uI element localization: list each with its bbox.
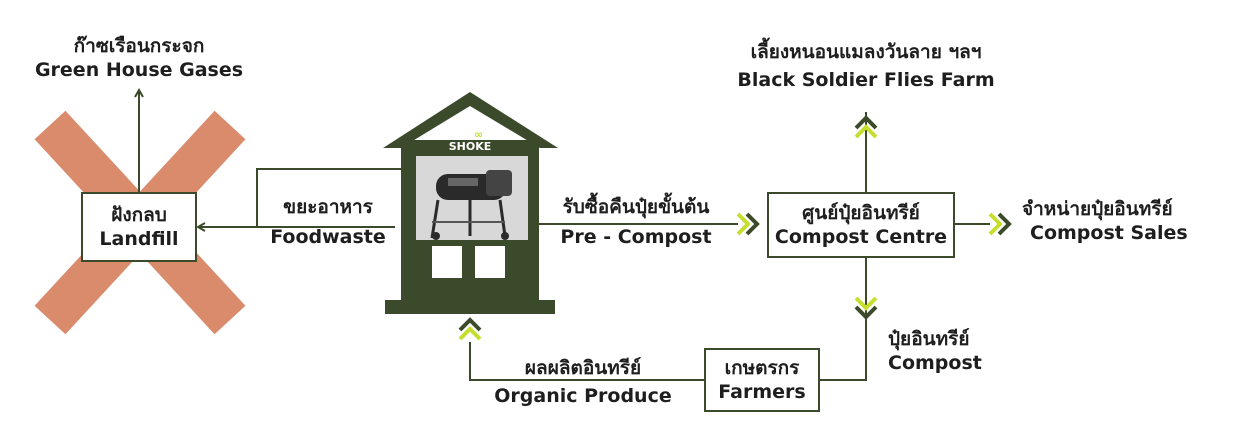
landfill-box: ฝังกลบ Landfill xyxy=(81,192,197,262)
chevron-down-icon xyxy=(854,296,878,320)
chevron-up-icon xyxy=(854,115,878,139)
foodwaste-label: ขยะอาหาร Foodwaste xyxy=(270,196,386,248)
shoke-logo: SH∞ SHOKE xyxy=(448,128,492,153)
chevron-up-icon xyxy=(458,317,482,341)
greenhouse-gases-label: ก๊าซเรือนกระจก Green House Gases xyxy=(34,35,244,81)
bsf-farm-label: เลี้ยงหนอนแมลงวันลาย ฯลฯ Black Soldier F… xyxy=(737,41,995,91)
chevron-right-icon xyxy=(736,212,760,236)
compost-label: ปุ๋ยอินทรีย์ Compost xyxy=(888,328,982,374)
line-centre-to-farmers xyxy=(820,256,867,381)
chevron-right-icon xyxy=(988,212,1012,236)
compost-sales-label: จำหน่ายปุ๋ยอินทรีย์ Compost Sales xyxy=(1022,198,1188,244)
pre-compost-label: รับซื้อคืนปุ๋ยขั้นต้น Pre - Compost xyxy=(560,196,712,248)
compost-centre-box: ศูนย์ปุ๋ยอินทรีย์ Compost Centre xyxy=(767,192,955,258)
shoke-machine-house xyxy=(383,92,558,314)
organic-produce-label: ผลผลิตอินทรีย์ Organic Produce xyxy=(494,357,672,407)
arrow-foodwaste-into-machine xyxy=(256,169,424,227)
farmers-box: เกษตรกร Farmers xyxy=(704,348,820,412)
line-farmers-to-machine xyxy=(469,342,706,381)
smoker-image xyxy=(430,170,512,240)
